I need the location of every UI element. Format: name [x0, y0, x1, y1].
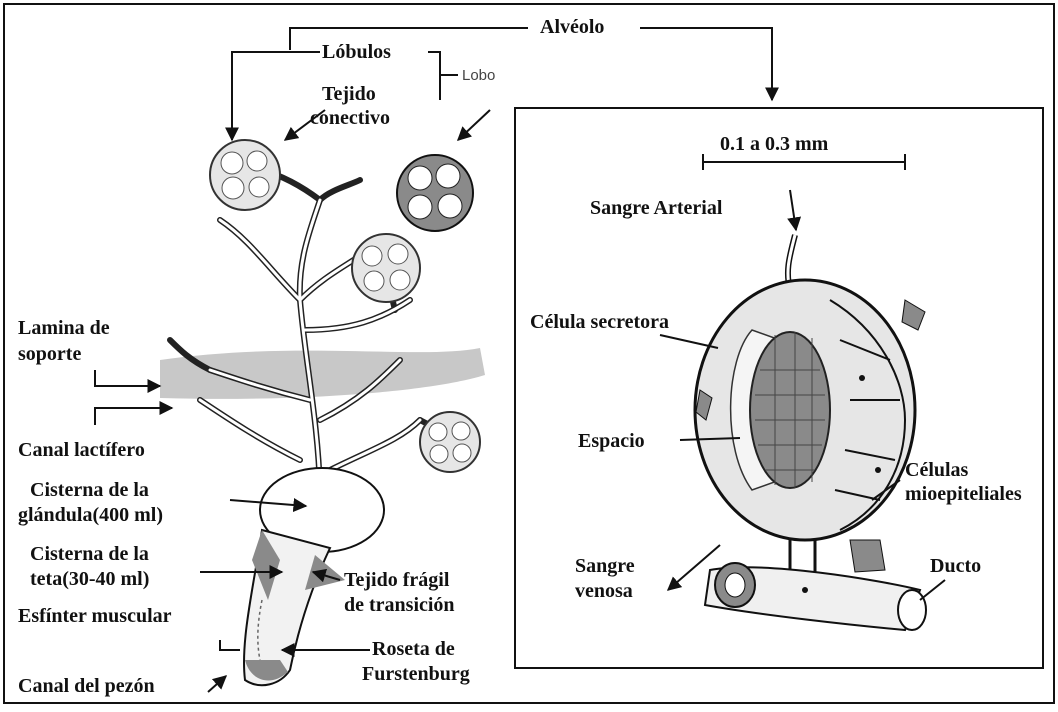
label-lobulos: Lóbulos: [322, 41, 391, 63]
label-canal-pezon: Canal del pezón: [18, 675, 155, 697]
label-scale: 0.1 a 0.3 mm: [720, 133, 829, 155]
label-cisterna-teta-2: teta(30-40 ml): [30, 568, 149, 590]
label-tejido-conectivo-1: Tejido: [322, 83, 376, 105]
label-cisterna-teta-1: Cisterna de la: [30, 543, 149, 565]
label-celulas-mio-1: Células: [905, 459, 969, 481]
lobule-1: [210, 140, 280, 210]
label-canal-lactifero: Canal lactífero: [18, 439, 145, 461]
label-lamina-1: Lamina de: [18, 317, 110, 339]
label-lobo: Lobo: [462, 67, 495, 84]
label-cisterna-glandula-1: Cisterna de la: [30, 479, 149, 501]
label-sangre-venosa-1: Sangre: [575, 555, 635, 577]
label-tejido-fragil-2: de transición: [344, 594, 455, 616]
label-espacio: Espacio: [578, 430, 645, 452]
label-celulas-mio-2: mioepiteliales: [905, 483, 1022, 505]
label-cisterna-glandula-2: glándula(400 ml): [18, 504, 163, 526]
label-celula-secretora: Célula secretora: [530, 311, 669, 333]
support-lamina-band: [160, 348, 485, 399]
lobule-3: [352, 234, 420, 302]
label-lamina-2: soporte: [18, 343, 81, 365]
label-sangre-venosa-2: venosa: [575, 580, 633, 602]
label-ducto: Ducto: [930, 555, 981, 577]
label-roseta-2: Furstenburg: [362, 663, 470, 685]
label-tejido-conectivo-2: conectivo: [310, 107, 390, 129]
label-roseta-1: Roseta de: [372, 638, 455, 660]
label-alveolo: Alvéolo: [540, 16, 604, 38]
label-tejido-fragil-1: Tejido frágil: [344, 569, 450, 591]
lobule-4: [420, 412, 480, 472]
lobule-2: [397, 155, 473, 231]
label-esfinter: Esfínter muscular: [18, 605, 172, 627]
label-sangre-arterial: Sangre Arterial: [590, 197, 723, 219]
